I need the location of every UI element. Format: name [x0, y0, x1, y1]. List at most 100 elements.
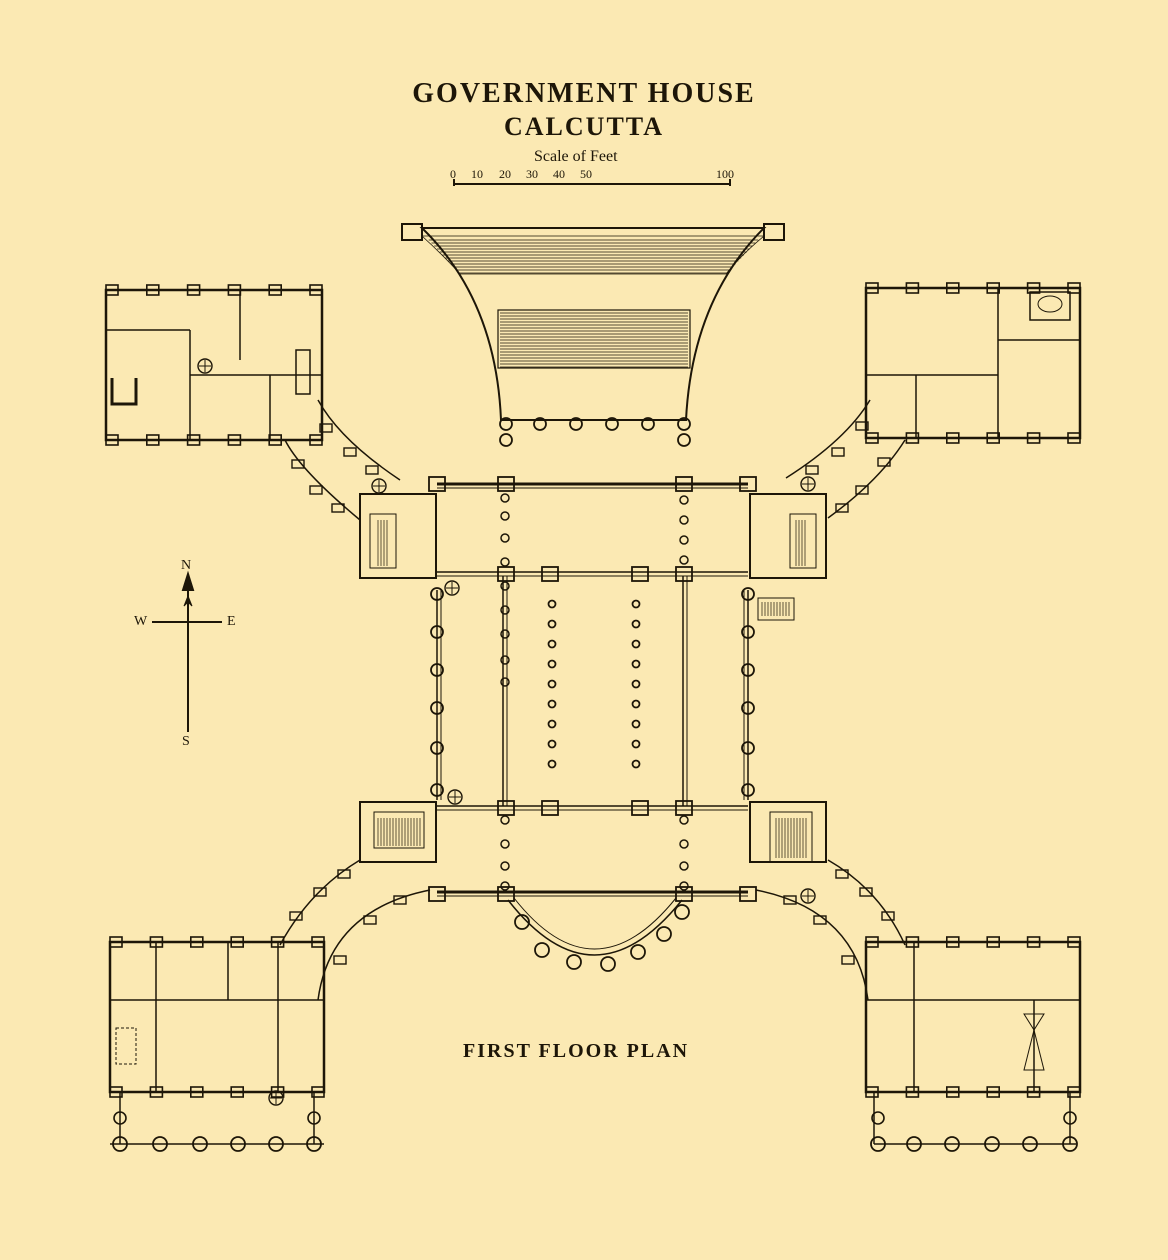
pier	[428, 886, 446, 902]
hall-column	[631, 739, 641, 749]
wing-pier	[105, 434, 119, 446]
corridor-pier	[291, 459, 305, 469]
wing-pier	[865, 282, 879, 294]
wing-pier	[270, 936, 285, 948]
hall-column	[547, 739, 557, 749]
wing-pier	[865, 936, 879, 948]
hall-column	[631, 759, 641, 769]
spiral-stair	[371, 478, 387, 494]
side-column	[430, 625, 444, 639]
corridor-southwest	[279, 859, 431, 1001]
wing-pier	[986, 1086, 1001, 1098]
corridor-pier	[859, 887, 873, 897]
north-portico-steps	[401, 223, 785, 421]
hall-column	[547, 639, 557, 649]
portico-columns	[499, 417, 691, 447]
scale-tick-50: 50	[580, 167, 592, 181]
side-column	[430, 701, 444, 715]
wing-pier	[109, 936, 123, 948]
corridor-pier	[319, 423, 333, 433]
wing-pier	[311, 936, 325, 948]
bow-column	[566, 954, 582, 970]
corridor-column	[500, 557, 510, 567]
pier	[675, 800, 693, 816]
spiral-stair	[444, 580, 460, 596]
wing-pier	[190, 936, 204, 948]
wing-pier	[146, 284, 160, 296]
scale-label: Scale of Feet	[534, 148, 618, 165]
wing-pier	[230, 1086, 244, 1098]
hall-column	[631, 599, 641, 609]
corridor-column	[679, 495, 689, 505]
corridor-pier	[835, 503, 849, 513]
wing-column	[871, 1111, 885, 1125]
scale-tick-100: 100	[716, 167, 734, 181]
wing-pier	[309, 284, 323, 296]
stair-towers	[359, 493, 827, 863]
hall-column	[631, 679, 641, 689]
corridor-pier	[877, 457, 891, 467]
bow-column	[600, 956, 616, 972]
wing-pier	[945, 282, 960, 294]
corridor-pier	[333, 955, 347, 965]
portico-column	[569, 417, 583, 431]
wing-column	[944, 1136, 960, 1152]
corridor-pier	[831, 447, 845, 457]
bow-column	[534, 942, 550, 958]
wing-pier	[227, 434, 242, 446]
pier	[428, 476, 446, 492]
corridor-pier	[855, 485, 869, 495]
wing-pier	[146, 434, 160, 446]
corridor-column	[500, 511, 510, 521]
title-line-2: CALCUTTA	[504, 112, 664, 141]
compass-south-label: S	[182, 734, 190, 749]
wing-pier	[1067, 1086, 1081, 1098]
scale-tick-0: 0	[450, 167, 456, 181]
wing-pier	[309, 434, 323, 446]
wing-column	[306, 1136, 322, 1152]
wing-southwest	[108, 940, 326, 1145]
wing-column	[1062, 1136, 1078, 1152]
corridor-column	[500, 815, 510, 825]
corridor-pier	[813, 915, 827, 925]
corridor-pier	[363, 915, 377, 925]
corridor-column	[500, 655, 510, 665]
portico-column	[677, 433, 691, 447]
corridor-column	[500, 839, 510, 849]
hall-column	[547, 699, 557, 709]
corridor-pier	[881, 911, 895, 921]
wing-pier	[945, 432, 960, 444]
corridor-column	[500, 493, 510, 503]
pier	[675, 476, 693, 492]
central-block	[436, 482, 749, 897]
wing-pier	[1067, 936, 1081, 948]
wing-column	[192, 1136, 208, 1152]
wing-pier	[986, 432, 1001, 444]
side-column	[741, 625, 755, 639]
pier	[739, 886, 757, 902]
wing-pier	[268, 284, 283, 296]
plan-label: FIRST FLOOR PLAN	[463, 1040, 690, 1062]
corridor-column	[679, 839, 689, 849]
side-column	[741, 701, 755, 715]
corridor-column	[500, 881, 510, 891]
corridor-pier	[309, 485, 323, 495]
pier	[631, 566, 649, 582]
portico-column	[677, 417, 691, 431]
pier	[739, 476, 757, 492]
corridor-column	[679, 555, 689, 565]
hall-column	[547, 759, 557, 769]
wing-pier	[905, 1086, 920, 1098]
wing-column	[1022, 1136, 1038, 1152]
corridor-northeast	[785, 399, 906, 519]
wing-pier	[905, 282, 920, 294]
pier	[675, 566, 693, 582]
scale-tick-20: 20	[499, 167, 511, 181]
wing-column	[152, 1136, 168, 1152]
wing-pier	[268, 434, 283, 446]
wing-pier	[230, 936, 244, 948]
spiral-stair	[800, 888, 816, 904]
pier	[541, 800, 559, 816]
marble-hall-columns	[430, 493, 755, 891]
wing-pier	[311, 1086, 325, 1098]
